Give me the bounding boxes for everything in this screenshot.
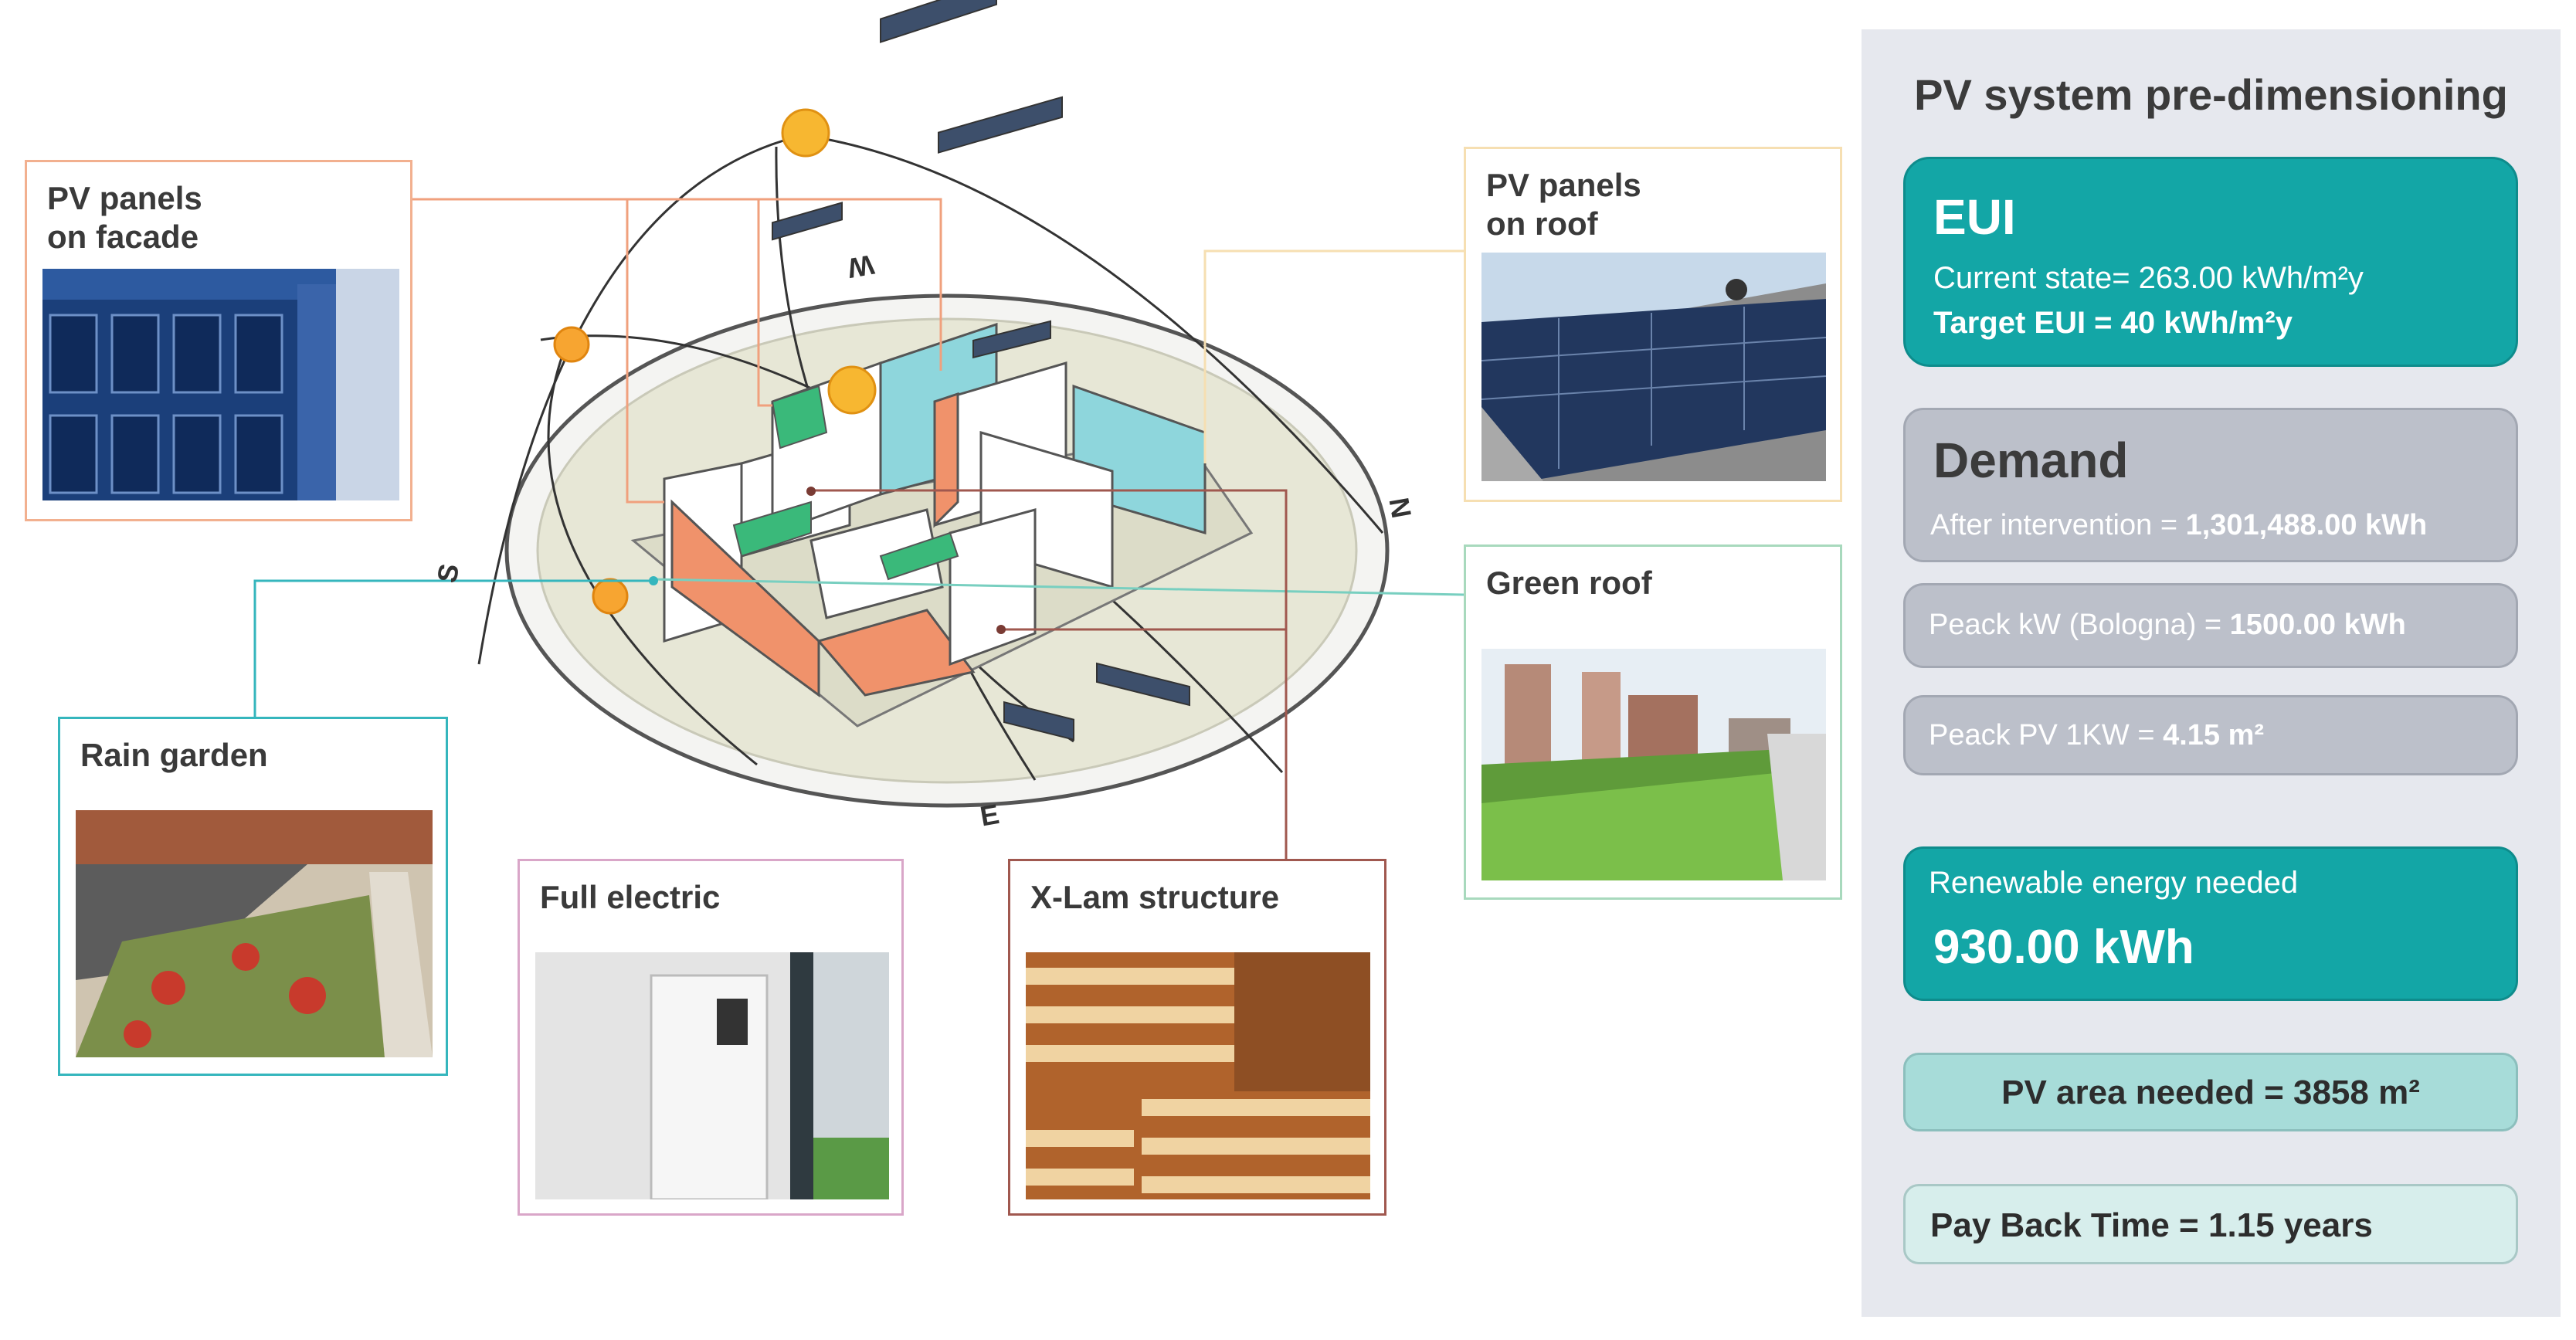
pv-area-box: PV area needed = 3858 m² xyxy=(1903,1053,2518,1131)
peak-pv-value: 4.15 m² xyxy=(2163,719,2265,751)
peak-kw-value: 1500.00 kWh xyxy=(2229,609,2406,641)
photo-full-electric xyxy=(535,952,889,1199)
payback-text: Pay Back Time = 1.15 years xyxy=(1930,1206,2373,1244)
sun-icon xyxy=(592,578,629,615)
card-label: Full electric xyxy=(540,879,721,915)
photo-roof-pv xyxy=(1481,253,1826,481)
peak-pv-label: Peack PV 1KW = xyxy=(1929,719,2164,751)
sun-icon xyxy=(553,326,590,363)
sun-icon xyxy=(827,365,877,415)
pv-area-text: PV area needed = 3858 m² xyxy=(2001,1074,2420,1111)
card-label: X-Lam structure xyxy=(1030,879,1280,915)
sun-path-arc xyxy=(547,331,758,766)
peak-kw-box: Peack kW (Bologna) = 1500.00 kWh xyxy=(1903,583,2518,668)
renewable-box: Renewable energy needed 930.00 kWh xyxy=(1903,846,2518,1001)
connector-dot xyxy=(996,625,1006,634)
demand-after-label: After intervention = xyxy=(1930,509,2186,541)
card-rain-garden: Rain garden xyxy=(58,717,448,1076)
card-label: PV panels on facade xyxy=(47,180,202,255)
peak-kw-label: Peack kW (Bologna) = xyxy=(1929,609,2230,641)
peak-pv-box: Peack PV 1KW = 4.15 m² xyxy=(1903,695,2518,775)
eui-current: Current state= 263.00 kWh/m²y xyxy=(1933,261,2364,295)
photo-xlam xyxy=(1026,952,1370,1199)
card-label: Rain garden xyxy=(80,737,268,773)
card-label: Green roof xyxy=(1486,565,1652,601)
pv-predimensioning-panel: PV system pre-dimensioning EUI Current s… xyxy=(1862,29,2561,1317)
demand-after-value: 1,301,488.00 kWh xyxy=(2185,509,2428,541)
photo-facade xyxy=(42,269,399,500)
compass-n: N xyxy=(1383,495,1418,521)
sun-path-arc xyxy=(803,134,1384,534)
card-full-electric: Full electric xyxy=(518,859,904,1216)
card-green-roof: Green roof xyxy=(1464,544,1842,900)
connector-dot xyxy=(806,487,816,496)
eui-heading: EUI xyxy=(1933,189,2016,245)
sun-icon xyxy=(781,108,830,158)
photo-green-roof xyxy=(1481,649,1826,880)
connector-dot xyxy=(649,576,658,585)
demand-after: After intervention = 1,301,488.00 kWh xyxy=(1930,509,2427,542)
eui-target: Target EUI = 40 kWh/m²y xyxy=(1933,306,2293,340)
renewable-value: 930.00 kWh xyxy=(1933,921,2194,974)
card-label: PV panels on roof xyxy=(1486,167,1641,242)
card-pv-facade: PV panels on facade xyxy=(25,160,412,521)
demand-heading: Demand xyxy=(1933,433,2129,488)
peak-kw-text: Peack kW (Bologna) = 1500.00 kWh xyxy=(1929,609,2406,642)
renewable-label: Renewable energy needed xyxy=(1929,866,2299,900)
demand-box: Demand After intervention = 1,301,488.00… xyxy=(1903,408,2518,562)
connector-lines xyxy=(253,198,1464,859)
compass-w: W xyxy=(845,249,877,284)
eui-box: EUI Current state= 263.00 kWh/m²y Target… xyxy=(1903,157,2518,367)
site-diagram: N S E W xyxy=(253,0,1464,859)
card-pv-roof: PV panels on roof xyxy=(1464,147,1842,502)
roof-pv-strips xyxy=(772,0,1190,741)
card-xlam-structure: X-Lam structure xyxy=(1008,859,1386,1216)
sun-path-arc xyxy=(477,134,804,665)
payback-box: Pay Back Time = 1.15 years xyxy=(1903,1184,2518,1264)
panel-title: PV system pre-dimensioning xyxy=(1914,70,2508,119)
peak-pv-text: Peack PV 1KW = 4.15 m² xyxy=(1929,719,2264,752)
photo-rain-garden xyxy=(76,810,433,1057)
